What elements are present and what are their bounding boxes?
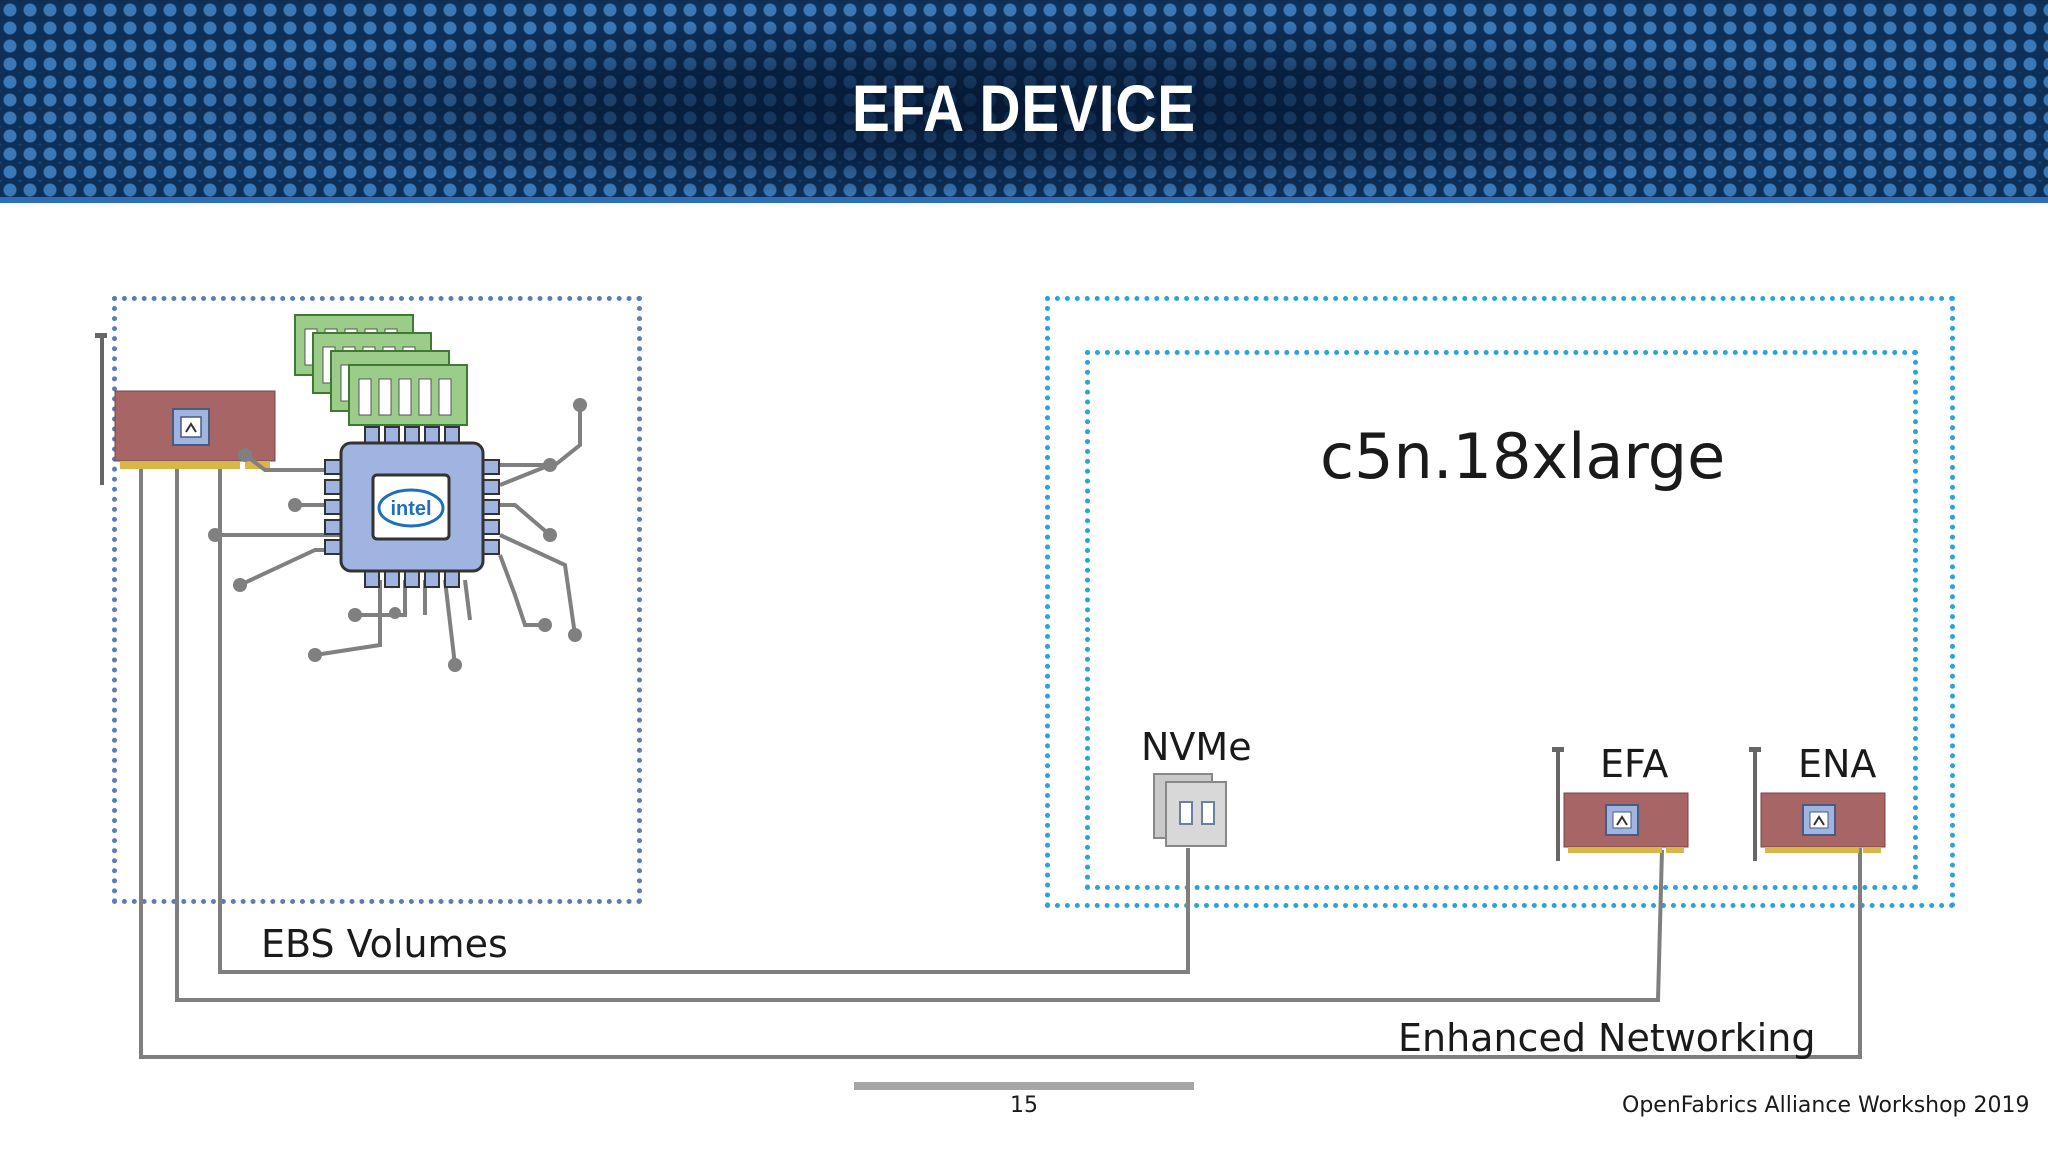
nvme-drive-icon — [1153, 773, 1227, 847]
circuit-traces — [215, 405, 582, 666]
intel-cpu-icon: intel — [324, 426, 500, 588]
efa-label: EFA — [1600, 742, 1669, 786]
efa-card-icon — [1552, 747, 1689, 861]
host-nic-card-icon — [95, 333, 276, 485]
header-banner — [0, 0, 2048, 197]
ena-label: ENA — [1798, 742, 1877, 786]
footer-text: OpenFabrics Alliance Workshop 2019 — [1622, 1093, 2030, 1118]
ebs-connection — [218, 462, 1190, 974]
ebs-volumes-label: EBS Volumes — [261, 922, 508, 966]
cpu-brand-label: intel — [390, 498, 431, 520]
circuit-nodes — [208, 398, 587, 672]
ena-connection — [139, 462, 1862, 1059]
page-number: 15 — [1010, 1093, 1038, 1118]
nvme-label: NVMe — [1141, 725, 1252, 769]
host-hardware-illustration: intel — [95, 314, 587, 672]
instance-type-label: c5n.18xlarge — [1320, 420, 1726, 493]
slide-title: EFA DEVICE — [852, 71, 1196, 145]
efa-connection — [175, 462, 1664, 1002]
host-hardware-box — [112, 296, 642, 904]
enhanced-networking-label: Enhanced Networking — [1398, 1016, 1816, 1060]
ram-modules-icon — [294, 314, 468, 426]
footer-divider — [854, 1082, 1194, 1090]
instance-outer-box — [1045, 296, 1955, 908]
ena-card-icon — [1749, 747, 1886, 861]
header-divider — [0, 197, 2048, 203]
instance-inner-box — [1085, 350, 1918, 890]
